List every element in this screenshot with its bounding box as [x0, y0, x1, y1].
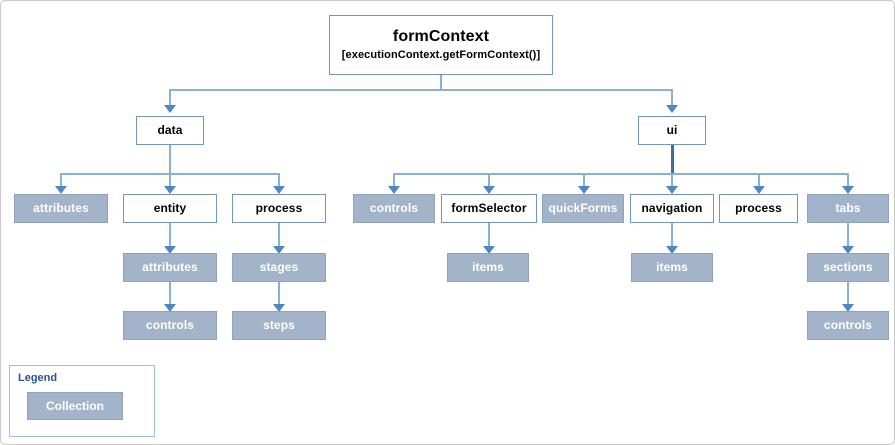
arrow-tabs-to-sections	[842, 246, 854, 254]
node-entity-controls-label: controls	[145, 317, 195, 332]
arrow-stages-to-steps	[273, 304, 285, 312]
arrow-ui-to-formselector	[483, 186, 495, 194]
arrow-sections-to-controls	[842, 304, 854, 312]
arrow-attributes-to-controls	[164, 304, 176, 312]
node-process-steps[interactable]: steps	[232, 311, 326, 340]
node-ui-quickforms[interactable]: quickForms	[542, 194, 624, 223]
arrow-entity-to-attributes	[164, 246, 176, 254]
arrow-navigation-to-items	[666, 246, 678, 254]
connector-sections-to-controls	[847, 282, 849, 304]
node-ui-navigation[interactable]: navigation	[630, 194, 714, 223]
legend-title: Legend	[18, 372, 58, 384]
node-ui-tabs-label: tabs	[835, 200, 861, 215]
connector-root-to-data	[169, 89, 171, 105]
node-data-attributes[interactable]: attributes	[14, 194, 108, 223]
connector-tabs-to-sections	[847, 223, 849, 246]
arrow-ui-to-tabs	[842, 186, 854, 194]
connector-data-to-entity	[169, 173, 171, 186]
arrow-formselector-to-items	[483, 246, 495, 254]
node-data-process[interactable]: process	[232, 194, 326, 223]
node-data-entity-label: entity	[153, 200, 187, 215]
node-tabs-sections[interactable]: sections	[807, 253, 889, 282]
node-ui-controls[interactable]: controls	[353, 194, 435, 223]
connector-ui-to-tabs	[847, 173, 849, 186]
node-ui-process[interactable]: process	[719, 194, 798, 223]
connector-root-to-ui	[671, 89, 673, 105]
node-data-label: data	[157, 122, 183, 137]
node-data-entity[interactable]: entity	[123, 194, 217, 223]
node-process-stages[interactable]: stages	[232, 253, 326, 282]
node-ui-navigation-label: navigation	[641, 200, 703, 215]
node-formselector-items-label: items	[472, 259, 504, 274]
node-process-steps-label: steps	[263, 317, 295, 332]
arrow-data-to-process	[273, 186, 285, 194]
node-entity-attributes-label: attributes	[142, 259, 198, 274]
arrow-root-to-ui	[666, 105, 678, 113]
connector-root-bar	[169, 89, 673, 91]
node-data-attributes-label: attributes	[33, 200, 89, 215]
connector-root-stem	[440, 75, 442, 90]
node-data[interactable]: data	[136, 116, 204, 145]
legend-collection-label: Collection	[45, 399, 104, 413]
node-tabs-controls-label: controls	[823, 317, 873, 332]
node-entity-attributes[interactable]: attributes	[123, 253, 217, 282]
connector-attributes-to-controls	[169, 282, 171, 304]
connector-ui-to-process	[758, 173, 760, 186]
connector-stages-to-steps	[278, 282, 280, 304]
node-formselector-items[interactable]: items	[447, 253, 529, 282]
node-ui-label: ui	[666, 122, 678, 137]
connector-process-to-stages	[278, 223, 280, 246]
connector-formselector-to-items	[488, 223, 490, 246]
node-process-stages-label: stages	[259, 259, 299, 274]
node-ui-formselector-label: formSelector	[451, 200, 527, 215]
node-navigation-items-label: items	[656, 259, 688, 274]
arrow-ui-to-navigation	[666, 186, 678, 194]
arrow-root-to-data	[164, 105, 176, 113]
node-tabs-sections-label: sections	[823, 259, 873, 274]
node-ui-quickforms-label: quickForms	[548, 200, 618, 215]
connector-data-to-attributes	[60, 173, 62, 186]
node-navigation-items[interactable]: items	[631, 253, 713, 282]
arrow-data-to-attributes	[55, 186, 67, 194]
legend-panel: Legend Collection	[9, 365, 155, 437]
connector-data-stem	[169, 145, 171, 173]
connector-ui-to-quickforms	[583, 173, 585, 186]
connector-ui-bar	[393, 173, 849, 175]
connector-ui-to-navigation	[671, 173, 673, 186]
node-entity-controls[interactable]: controls	[123, 311, 217, 340]
arrow-ui-to-quickforms	[578, 186, 590, 194]
arrow-data-to-entity	[164, 186, 176, 194]
connector-navigation-to-items	[671, 223, 673, 246]
arrow-process-to-stages	[273, 246, 285, 254]
connector-entity-to-attributes	[169, 223, 171, 246]
node-data-process-label: process	[255, 200, 303, 215]
connector-ui-to-formselector	[488, 173, 490, 186]
arrow-ui-to-process	[753, 186, 765, 194]
node-ui-process-label: process	[735, 200, 782, 215]
arrow-ui-to-controls	[388, 186, 400, 194]
node-ui-tabs[interactable]: tabs	[807, 194, 889, 223]
node-formcontext-subtitle: [executionContext.getFormContext()]	[341, 48, 541, 61]
connector-ui-to-controls	[393, 173, 395, 186]
legend-collection-swatch: Collection	[27, 392, 123, 420]
node-ui-controls-label: controls	[369, 200, 419, 215]
node-formcontext-title: formContext	[392, 28, 490, 46]
node-formcontext[interactable]: formContext [executionContext.getFormCon…	[329, 15, 553, 75]
connector-ui-stem	[671, 145, 674, 173]
node-ui[interactable]: ui	[638, 116, 706, 145]
node-ui-formselector[interactable]: formSelector	[441, 194, 537, 223]
connector-data-to-process	[278, 173, 280, 186]
node-tabs-controls[interactable]: controls	[807, 311, 889, 340]
